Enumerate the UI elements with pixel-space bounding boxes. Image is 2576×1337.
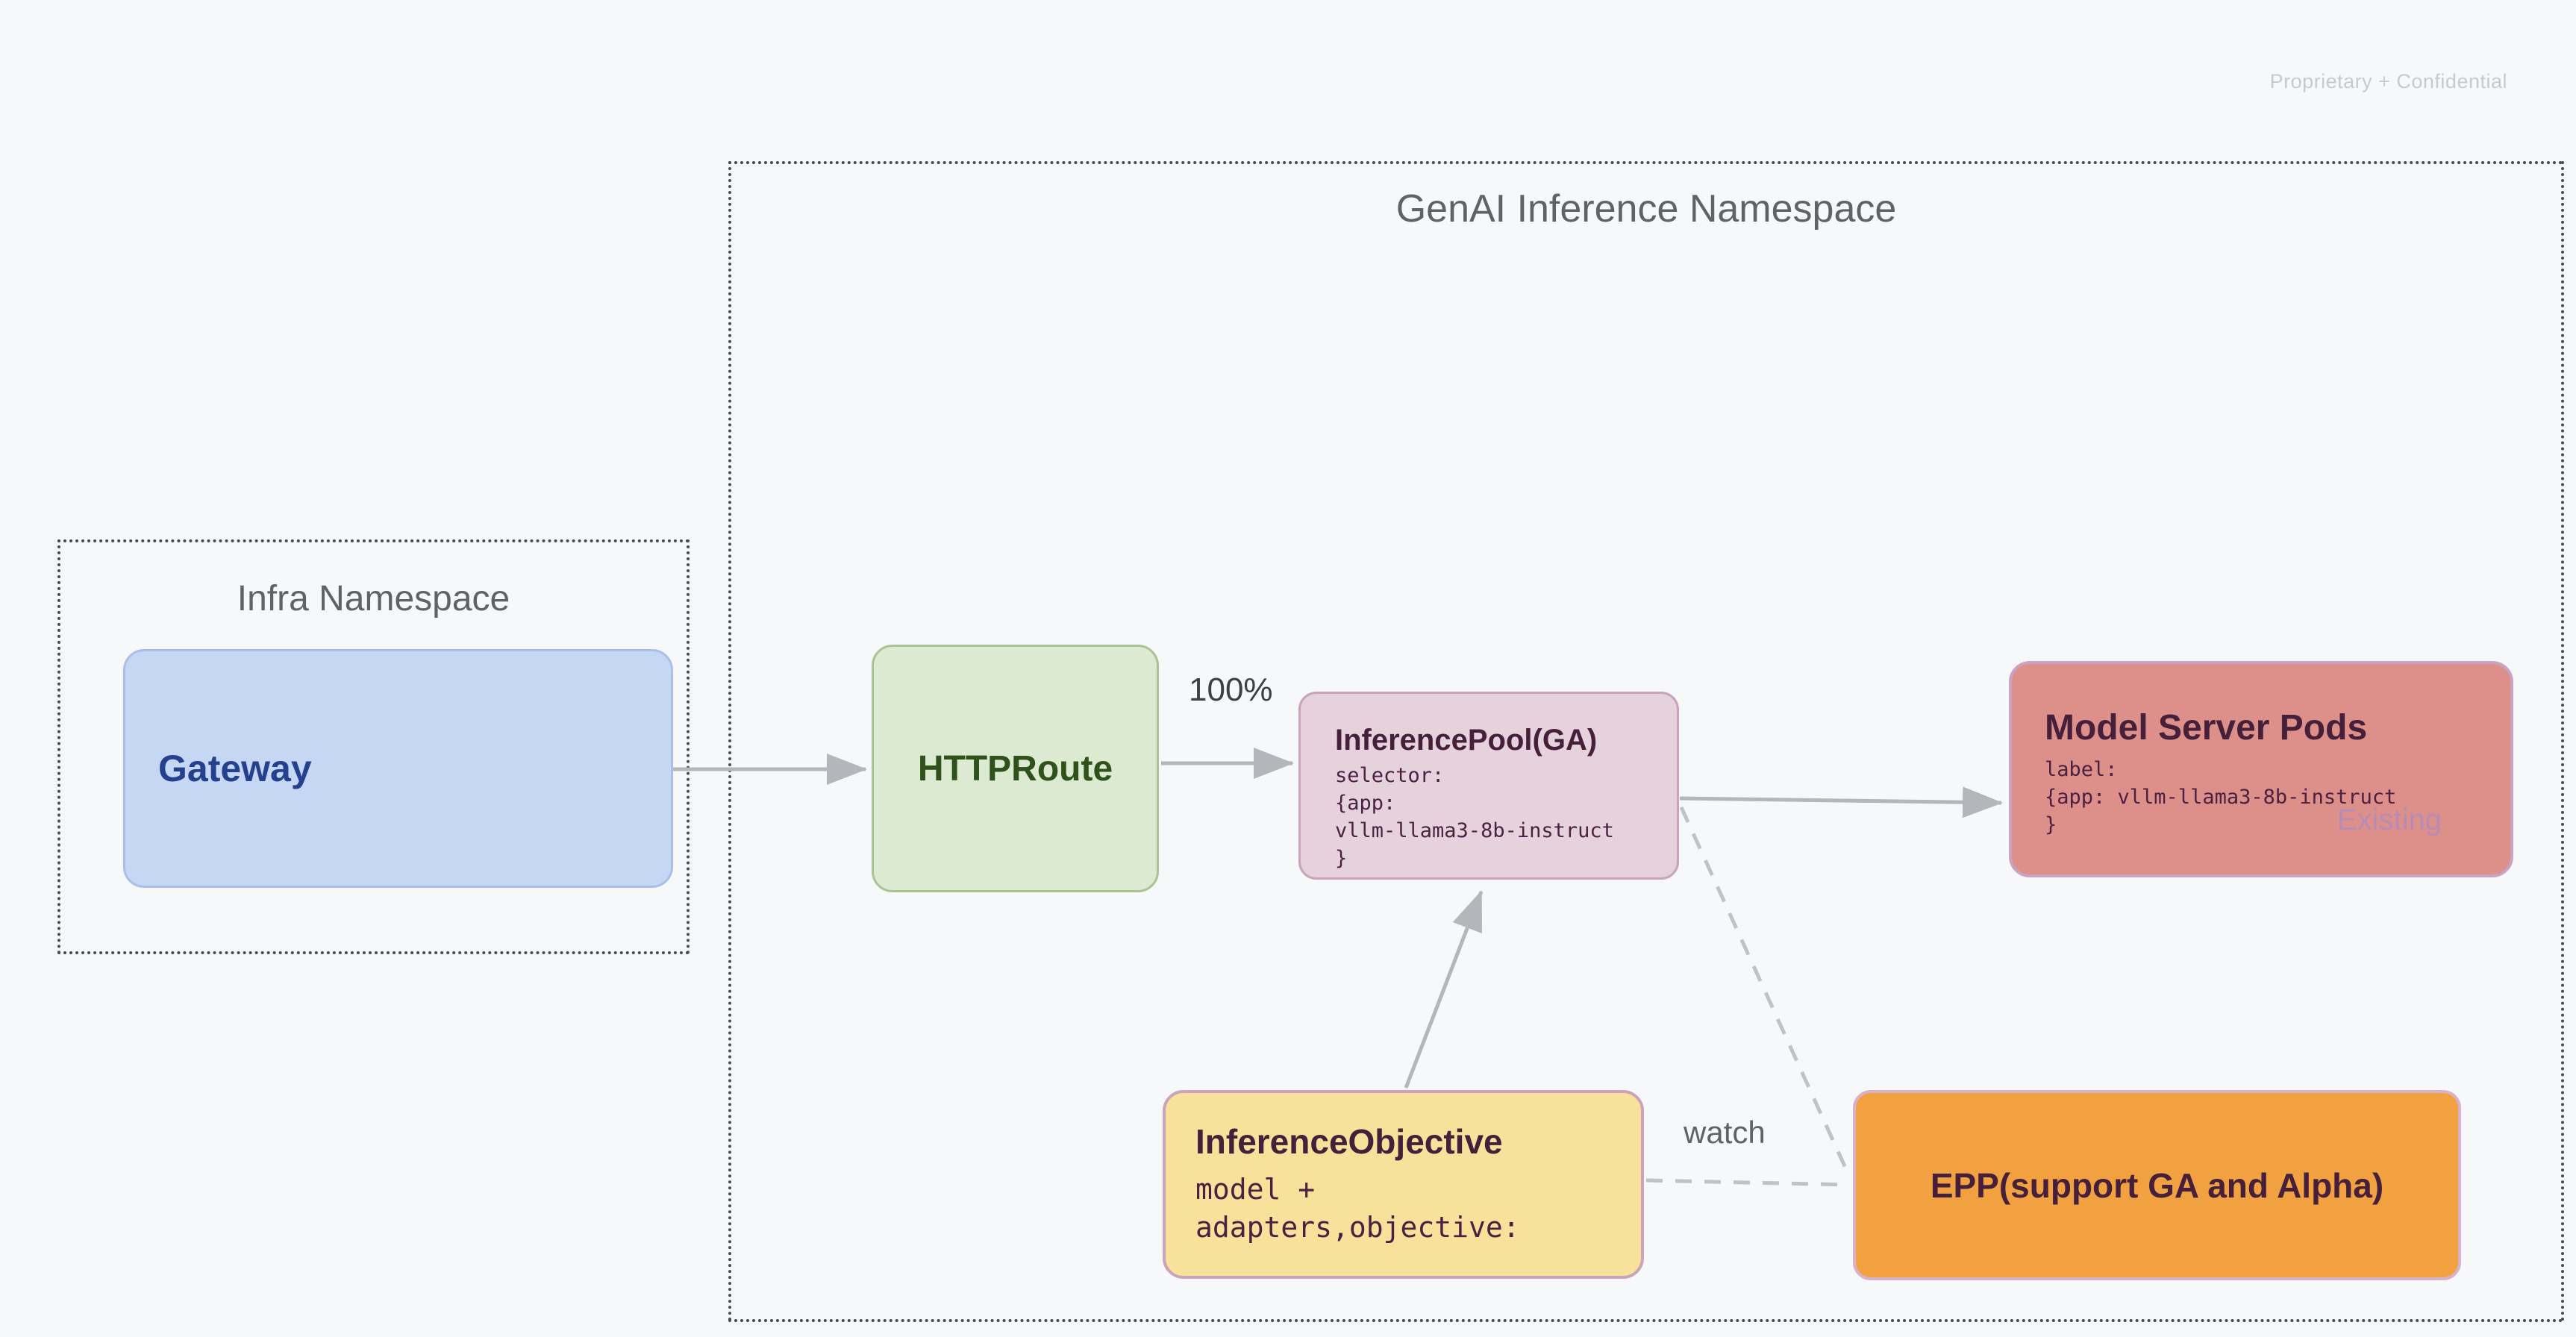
node-inference-objective: InferenceObjective model + adapters,obje… [1163, 1090, 1644, 1279]
infra-namespace-title: Infra Namespace [237, 579, 510, 619]
watermark-text: Proprietary + Confidential [2269, 70, 2507, 93]
infra-namespace-box: Infra Namespace [57, 539, 690, 954]
node-model-server-pods: Model Server Pods label: {app: vllm-llam… [2009, 661, 2513, 877]
model-server-pods-code: label: {app: vllm-llama3-8b-instruct } [2045, 756, 2510, 839]
edge-label-traffic-split: 100% [1189, 671, 1273, 708]
code-line: model + [1195, 1173, 1316, 1206]
edge-label-watch: watch [1684, 1115, 1766, 1150]
inference-objective-title: InferenceObjective [1195, 1122, 1503, 1161]
genai-namespace-box: GenAI Inference Namespace [728, 161, 2564, 1322]
inference-objective-code: model + adapters,objective: [1195, 1171, 1641, 1247]
code-line: {app: vllm-llama3-8b-instruct [2045, 786, 2397, 809]
node-httproute: HTTPRoute [872, 645, 1159, 892]
genai-namespace-title: GenAI Inference Namespace [1395, 187, 1897, 231]
inference-pool-code: selector: {app: vllm-llama3-8b-instruct … [1335, 762, 1677, 872]
node-epp: EPP(support GA and Alpha) [1853, 1090, 2461, 1280]
code-line: } [1335, 847, 1348, 870]
node-gateway: Gateway [123, 649, 673, 888]
node-inference-pool: InferencePool(GA) selector: {app: vllm-l… [1298, 692, 1679, 880]
code-line: adapters,objective: [1195, 1211, 1520, 1244]
code-line: label: [2045, 758, 2118, 781]
code-line: } [2045, 813, 2057, 836]
existing-tag: Existing [2336, 804, 2442, 836]
epp-title: EPP(support GA and Alpha) [1930, 1165, 2384, 1205]
code-line: {app: [1335, 792, 1396, 815]
gateway-title: Gateway [158, 748, 312, 789]
model-server-pods-title: Model Server Pods [2045, 708, 2368, 748]
code-line: selector: [1335, 764, 1445, 787]
inference-pool-title: InferencePool(GA) [1335, 724, 1598, 757]
code-line: vllm-llama3-8b-instruct [1335, 819, 1614, 842]
httproute-title: HTTPRoute [917, 748, 1113, 789]
